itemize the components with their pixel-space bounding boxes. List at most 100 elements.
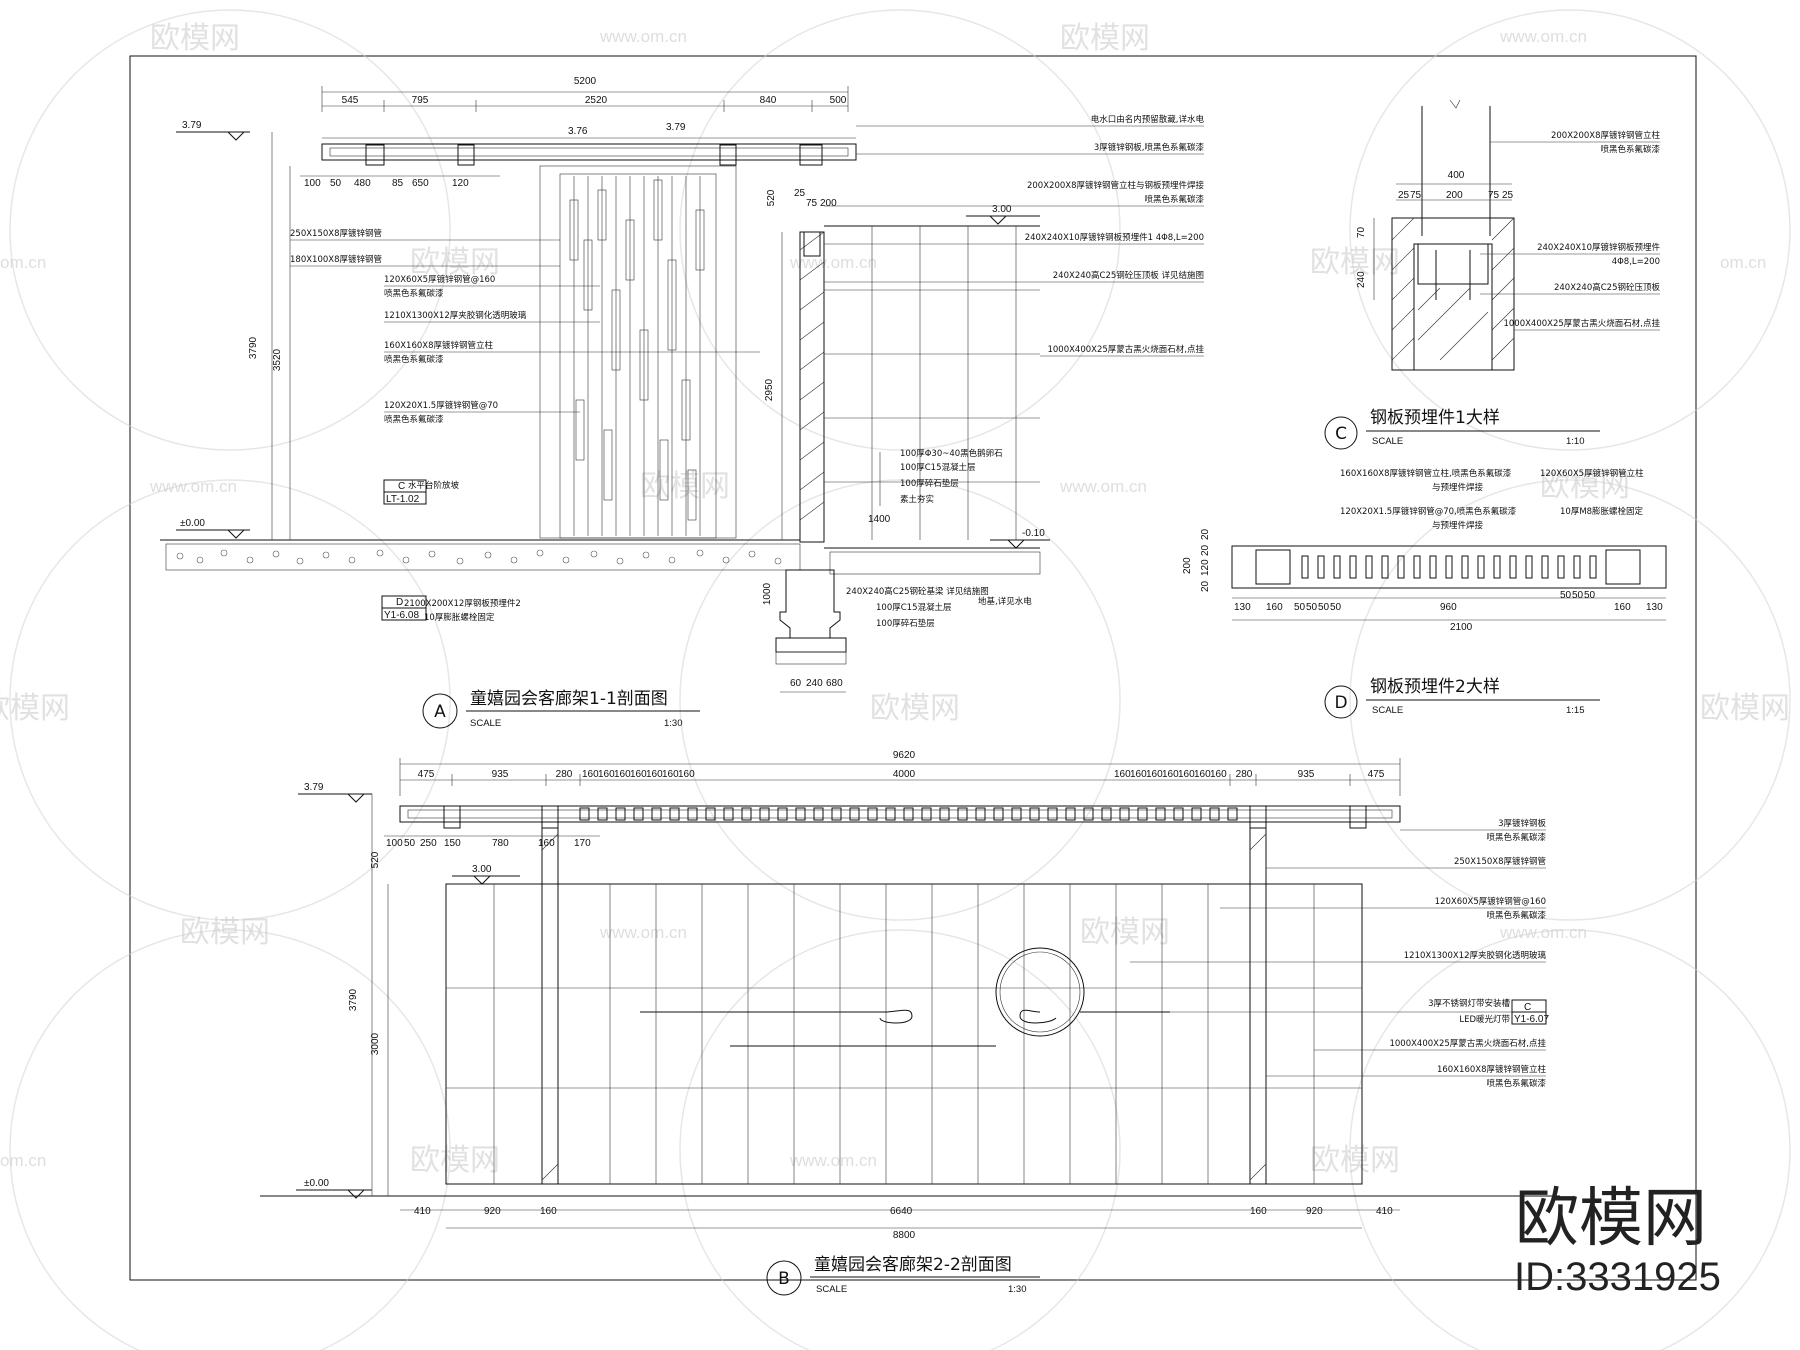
svg-text:A: A: [434, 702, 446, 722]
svg-text:475: 475: [1368, 769, 1385, 780]
section-a-scale: 1:30: [664, 718, 683, 729]
svg-text:250X150X8厚镀锌钢管: 250X150X8厚镀锌钢管: [1454, 856, 1546, 867]
watermark-brand: 欧模网: [870, 691, 960, 726]
dim-c: 400: [1448, 170, 1465, 181]
svg-text:1000X400X25厚蒙古黑火烧面石材,点挂: 1000X400X25厚蒙古黑火烧面石材,点挂: [1503, 318, 1660, 329]
svg-text:240X240高C25钢砼压顶板: 240X240高C25钢砼压顶板: [1554, 282, 1661, 293]
dim-a-vert: 520: [766, 189, 777, 206]
watermark-url: www.om.cn: [599, 27, 687, 46]
svg-text:喷黑色系氟碳漆: 喷黑色系氟碳漆: [1486, 910, 1546, 921]
svg-text:160: 160: [678, 769, 695, 780]
svg-text:480: 480: [354, 178, 371, 189]
svg-text:喷黑色系氟碳漆: 喷黑色系氟碳漆: [1600, 144, 1660, 155]
svg-text:250: 250: [420, 838, 437, 849]
dim-overall-b: 9620: [893, 750, 916, 761]
svg-text:20: 20: [1200, 580, 1211, 592]
brand-logo: 欧模网: [1515, 1182, 1707, 1256]
svg-text:240X240高C25钢砼基梁 详见结施图: 240X240高C25钢砼基梁 详见结施图: [846, 586, 989, 597]
glass-grille: [539, 165, 737, 539]
svg-text:160X160X8厚镀锌钢管立柱: 160X160X8厚镀锌钢管立柱: [384, 340, 494, 351]
watermark-brand: 欧模网: [1310, 245, 1400, 280]
detail-c: 400 25 75 200 75 25 70 240 200X200: [1324, 99, 1660, 450]
svg-text:50: 50: [1560, 590, 1572, 601]
dim-a-top: 545: [342, 95, 359, 106]
detail-d-title: 钢板预埋件2大样: [1370, 677, 1500, 697]
svg-text:6640: 6640: [890, 1206, 913, 1217]
svg-text:1210X1300X12厚夹胶钢化透明玻璃: 1210X1300X12厚夹胶钢化透明玻璃: [384, 310, 527, 321]
brand-id: ID:3331925: [1514, 1255, 1721, 1299]
svg-text:150: 150: [444, 838, 461, 849]
svg-text:20: 20: [1200, 528, 1211, 540]
watermark-brand: 欧模网: [1540, 469, 1630, 504]
svg-text:780: 780: [492, 838, 509, 849]
svg-text:920: 920: [1306, 1206, 1323, 1217]
svg-text:喷黑色系氟碳漆: 喷黑色系氟碳漆: [1486, 832, 1546, 843]
watermark-brand: 欧模网: [1700, 691, 1790, 726]
svg-text:2100X200X12厚钢板预埋件2: 2100X200X12厚钢板预埋件2: [404, 598, 521, 609]
svg-text:120X60X5厚镀锌钢管立柱: 120X60X5厚镀锌钢管立柱: [1540, 468, 1644, 479]
svg-text:85: 85: [392, 178, 404, 189]
svg-text:75: 75: [1410, 190, 1422, 201]
ref-a-top: D: [396, 597, 403, 608]
section-b-scale: 1:30: [1008, 1284, 1027, 1295]
svg-text:10厚膨胀螺栓固定: 10厚膨胀螺栓固定: [424, 612, 495, 623]
svg-text:75: 75: [806, 198, 818, 209]
svg-text:960: 960: [1440, 602, 1457, 613]
svg-text:160: 160: [646, 769, 663, 780]
svg-text:3厚镀锌钢板,喷黑色系氟碳漆: 3厚镀锌钢板,喷黑色系氟碳漆: [1094, 142, 1205, 153]
level-a-beam: 3.76: [568, 126, 588, 137]
watermark-url: www.om.cn: [149, 477, 237, 496]
svg-text:410: 410: [1376, 1206, 1393, 1217]
svg-text:280: 280: [1236, 769, 1253, 780]
svg-text:200: 200: [1446, 190, 1463, 201]
dim-overall-a: 5200: [574, 76, 597, 87]
sheet-border: [129, 55, 1697, 1281]
dim-a-vert: 1000: [762, 582, 773, 605]
svg-text:100厚Φ30~40黑色鹅卵石: 100厚Φ30~40黑色鹅卵石: [900, 448, 1003, 459]
svg-text:喷黑色系氟碳漆: 喷黑色系氟碳漆: [1144, 194, 1204, 205]
notes-c: 200X200X8厚镀锌钢管立柱 喷黑色系氟碳漆 240X240X10厚镀锌钢板…: [1503, 130, 1660, 329]
svg-text:160: 160: [614, 769, 631, 780]
svg-text:160: 160: [1114, 769, 1131, 780]
notes-a-left: 250X150X8厚镀锌钢管 180X100X8厚镀锌钢管 120X60X5厚镀…: [290, 228, 527, 623]
svg-text:25: 25: [1502, 190, 1514, 201]
svg-text:160: 160: [630, 769, 647, 780]
svg-text:1000X400X25厚蒙古黑火烧面石材,点挂: 1000X400X25厚蒙古黑火烧面石材,点挂: [1389, 1038, 1546, 1049]
svg-text:50: 50: [1572, 590, 1584, 601]
dim-a-top: 840: [760, 95, 777, 106]
svg-text:SCALE: SCALE: [1372, 705, 1403, 716]
svg-text:喷黑色系氟碳漆: 喷黑色系氟碳漆: [384, 288, 444, 299]
dim-a-vert: 3790: [248, 336, 259, 359]
svg-text:50: 50: [404, 838, 416, 849]
svg-text:160: 160: [582, 769, 599, 780]
svg-text:1000X400X25厚蒙古黑火烧面石材,点挂: 1000X400X25厚蒙古黑火烧面石材,点挂: [1047, 344, 1204, 355]
detail-d-marker: [1324, 685, 1358, 719]
svg-text:160: 160: [1210, 769, 1227, 780]
svg-text:60: 60: [790, 678, 802, 689]
svg-text:SCALE: SCALE: [816, 1284, 847, 1295]
svg-text:240X240X10厚镀锌钢板预埋件1 4Φ8,L=200: 240X240X10厚镀锌钢板预埋件1 4Φ8,L=200: [1025, 232, 1204, 243]
svg-text:素土夯实: 素土夯实: [900, 494, 934, 505]
svg-text:160: 160: [1266, 602, 1283, 613]
svg-text:240: 240: [1356, 271, 1367, 288]
svg-text:3厚镀锌钢板: 3厚镀锌钢板: [1498, 818, 1546, 829]
level-b-mid: 3.00: [472, 864, 492, 875]
svg-text:SCALE: SCALE: [1372, 436, 1403, 447]
svg-text:3厚不锈钢灯带安装槽: 3厚不锈钢灯带安装槽: [1428, 998, 1510, 1009]
svg-text:50: 50: [1330, 602, 1342, 613]
svg-text:3000: 3000: [370, 1032, 381, 1055]
svg-text:280: 280: [556, 769, 573, 780]
section-a: 5200 545 795 2520 840 500 3.79 3.76 3.79…: [160, 76, 1204, 729]
svg-text:240: 240: [806, 678, 823, 689]
svg-text:100厚C15混凝土层: 100厚C15混凝土层: [876, 602, 951, 613]
svg-text:680: 680: [826, 678, 843, 689]
svg-text:200X200X8厚镀锌钢管立柱与钢板预埋件焊接: 200X200X8厚镀锌钢管立柱与钢板预埋件焊接: [1027, 180, 1205, 191]
svg-text:B: B: [778, 1269, 790, 1289]
svg-text:160: 160: [1614, 602, 1631, 613]
svg-text:50: 50: [1318, 602, 1330, 613]
svg-text:180X100X8厚镀锌钢管: 180X100X8厚镀锌钢管: [290, 254, 382, 265]
ref-a-bottom: LT-1.02: [386, 494, 420, 505]
section-b-title: 童嬉园会客廊架2-2剖面图: [814, 1255, 1012, 1275]
